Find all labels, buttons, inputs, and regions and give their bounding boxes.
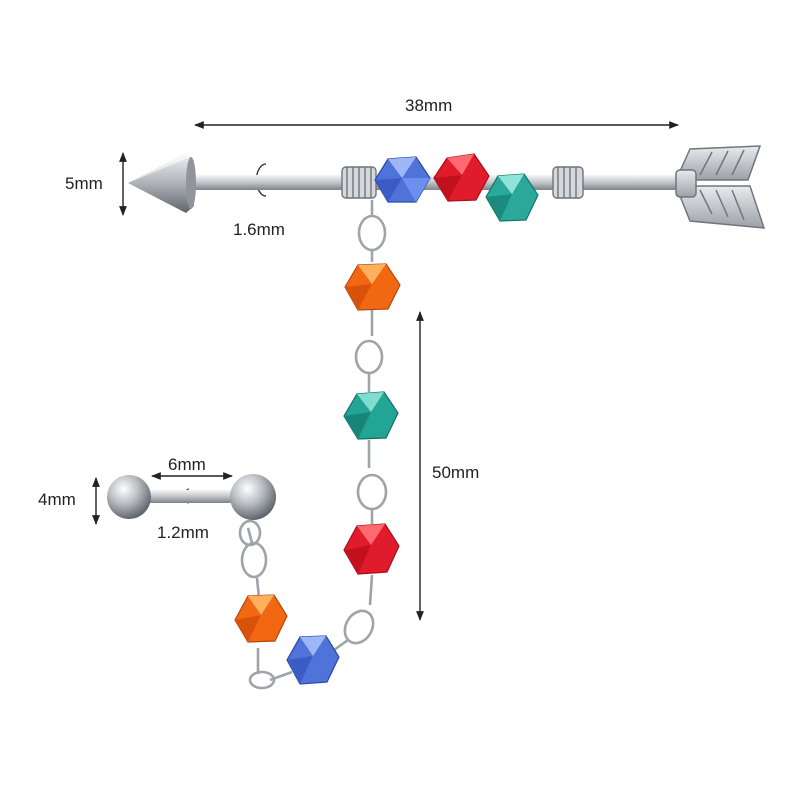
bead-teal-chain <box>343 391 399 440</box>
arrowhead-width-label: 5mm <box>65 174 103 193</box>
stud-ball-label: 4mm <box>38 490 76 509</box>
chain-length-label: 50mm <box>432 463 480 482</box>
bead-blue-top <box>374 156 431 203</box>
length-label: 38mm <box>405 96 453 115</box>
coil-left <box>341 166 377 199</box>
stud-length-label: 6mm <box>168 455 206 474</box>
stud-gauge-label: 1.2mm <box>157 523 209 542</box>
stud-ball-left <box>107 475 151 519</box>
coil-right <box>552 166 584 199</box>
bead-red-chain <box>343 523 400 575</box>
bead-blue-chain <box>286 635 340 685</box>
bead-red-top <box>433 153 490 202</box>
arrow-tip <box>128 153 196 213</box>
arrow-fletching <box>674 145 766 229</box>
bead-teal-top <box>485 173 539 222</box>
bead-orange-chain-1 <box>344 263 401 311</box>
bead-orange-chain-2 <box>234 594 288 643</box>
gauge-label: 1.6mm <box>233 220 285 239</box>
stud-ball-right <box>230 474 276 520</box>
chain <box>240 200 388 690</box>
stud-chain-ring <box>238 519 262 547</box>
stud-bar <box>140 490 240 503</box>
